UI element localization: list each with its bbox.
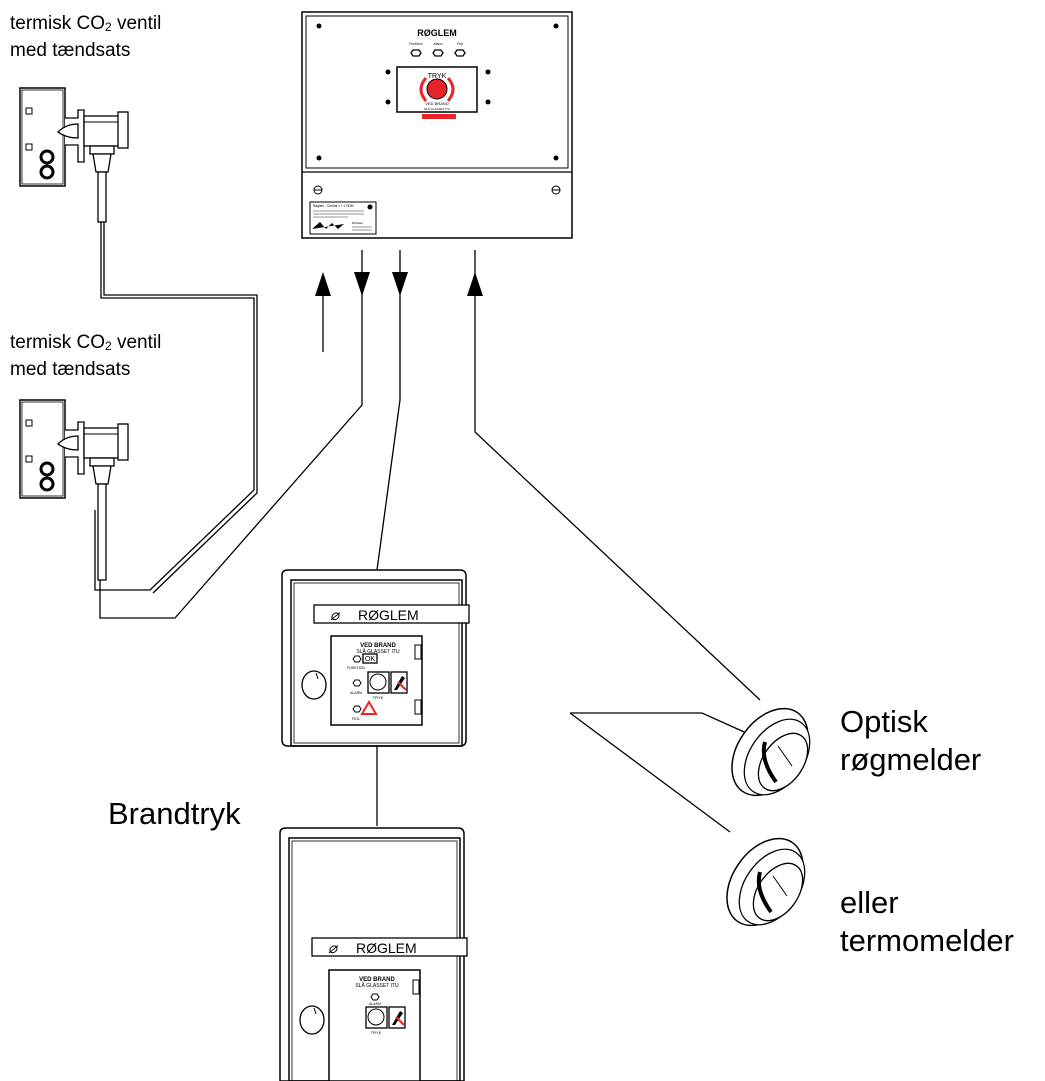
call-point-2: ⌀ RØGLEM VED BRAND SLÅ GLASSET ITU ALARM… (279, 827, 468, 1081)
wire-valve1-inner (103, 222, 258, 594)
main-panel-brand: RØGLEM (417, 28, 457, 38)
call-point-2-alarm: ALARM (369, 1002, 381, 1006)
arrow-up-1 (315, 272, 331, 296)
heat-detector (726, 837, 806, 927)
indicator-funktion-icon (410, 49, 422, 57)
wire-valve1 (94, 222, 255, 591)
main-button-sub1: VED BRAND (425, 101, 448, 106)
arrow-down-2 (392, 272, 408, 296)
main-push-button[interactable] (426, 78, 448, 100)
wire-valve2 (99, 250, 363, 619)
indicator-label-funktion: Funktion (409, 42, 422, 46)
wire-detector-3 (569, 712, 731, 833)
call-point-1-fejl-icon-hex (352, 705, 362, 713)
main-button-sub2: SLÅ GLASSET ITU (424, 106, 450, 111)
co2-valve-1-label: termisk CO2 ventil med tændsats (10, 12, 161, 63)
wires (94, 222, 763, 833)
call-point-2-subheading: SLÅ GLASSET ITU (355, 982, 399, 989)
main-button-text: TRYK (428, 73, 447, 80)
call-point-1-lock-icon (301, 670, 327, 700)
call-point-1-funktion: FUNKTION (347, 666, 365, 670)
call-point-2-lock-icon (299, 1005, 325, 1035)
optical-detector-label: Optisk røgmelder (840, 704, 982, 777)
svg-text:⌀: ⌀ (328, 940, 339, 957)
wire-detector-2 (570, 712, 763, 741)
call-point-2-brand: RØGLEM (356, 940, 417, 956)
arrows (315, 272, 483, 296)
call-point-2-heading: VED BRAND (359, 977, 395, 983)
call-point-1-alarm: ALARM (350, 691, 362, 695)
call-point-1-fejl: FEJL (352, 717, 360, 721)
co2-valve-2 (19, 399, 129, 581)
call-point-1-heading: VED BRAND (360, 643, 396, 649)
arrow-down-1 (354, 272, 370, 296)
brandtryk-label: Brandtryk (108, 796, 241, 831)
indicator-label-fejl: Fejl (457, 42, 463, 46)
co2-valve-2-label-line1: termisk CO2 ventil (10, 332, 162, 353)
call-point-1-warning-icon (360, 700, 378, 715)
call-point-1-subheading: SLÅ GLASSET ITU (356, 648, 400, 655)
call-point-1-tryk: TRYK (373, 695, 384, 700)
indicator-label-alarm: Alarm (433, 42, 442, 46)
nameplate-title: Røglem - Central 1 + 1 RDM (313, 204, 354, 208)
call-point-2-tryk: TRYK (371, 1030, 382, 1035)
co2-valve-1 (19, 87, 129, 223)
co2-valve-1-label-line1: termisk CO2 ventil (10, 13, 162, 34)
svg-text:⌀: ⌀ (330, 607, 341, 624)
arrow-up-2 (467, 272, 483, 296)
call-point-1-ok-box (362, 653, 378, 664)
call-point-2-alarm-icon (370, 993, 380, 1001)
call-point-1: ⌀ RØGLEM VED BRAND SLÅ GLASSET ITU OK FU… (281, 569, 470, 747)
indicator-alarm-icon (432, 49, 444, 57)
co2-valve-1-label-line2: med tændsats (10, 40, 131, 61)
nameplate-company: Rübsam (352, 221, 364, 225)
co2-valve-2-label-line2: med tændsats (10, 359, 131, 380)
wire-detector (474, 250, 761, 701)
call-point-1-funktion-icon (352, 655, 362, 663)
call-point-1-brand: RØGLEM (358, 607, 419, 623)
indicator-fejl-icon (454, 49, 466, 57)
main-panel: RØGLEM Funktion Alarm Fejl TRYK VED BRAN… (301, 11, 573, 239)
heat-detector-label: eller termomelder (840, 885, 1014, 958)
optical-smoke-detector (731, 707, 811, 797)
call-point-1-alarm-icon (352, 679, 362, 687)
main-red-bar (422, 114, 456, 119)
co2-valve-2-label: termisk CO2 ventil med tændsats (10, 331, 161, 382)
wire-call-point (376, 250, 401, 571)
call-point-1-ok: OK (365, 656, 375, 663)
